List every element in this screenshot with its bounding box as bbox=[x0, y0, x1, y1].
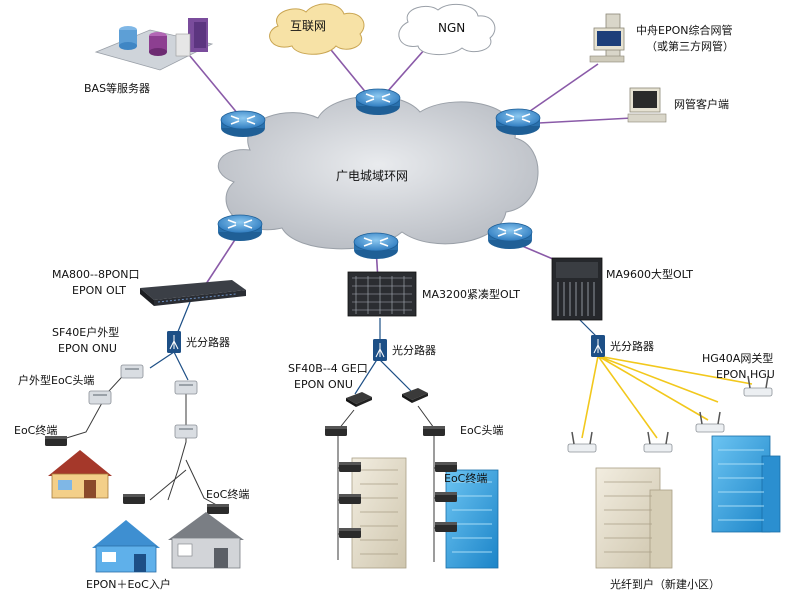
hgu-3 bbox=[695, 411, 725, 433]
nms-label-1: 中舟EPON综合网管 bbox=[636, 24, 733, 37]
sf40b-label-2: EPON ONU bbox=[294, 378, 353, 391]
splitter-mid bbox=[372, 338, 388, 362]
eoc-terminal-2 bbox=[123, 494, 145, 504]
sf40b-label-1: SF40B--4 GE口 bbox=[288, 362, 368, 375]
eoc-head-mid-1 bbox=[325, 426, 347, 436]
epon-eoc-caption: EPON＋EoC入户 bbox=[86, 578, 171, 591]
sf40e-label-2: EPON ONU bbox=[58, 342, 117, 355]
building-beige-right bbox=[595, 467, 673, 569]
building-beige bbox=[351, 457, 407, 569]
link-bas bbox=[189, 55, 244, 121]
sf40b-onu-1 bbox=[346, 392, 372, 407]
internet-label: 互联网 bbox=[290, 19, 327, 33]
client-pc bbox=[627, 87, 667, 123]
server-cluster bbox=[94, 18, 214, 71]
eoc-head-outdoor bbox=[88, 390, 112, 405]
eoc-terminal-mid-2 bbox=[339, 494, 361, 504]
fiber-ma9600-splitter bbox=[577, 317, 599, 339]
sf40e-label-1: SF40E户外型 bbox=[52, 326, 120, 339]
router-nms bbox=[495, 108, 541, 136]
fiber-ma800-splitter bbox=[176, 301, 191, 335]
sf40b-onu-2 bbox=[402, 388, 428, 403]
eoc-head-mid-label: EoC头端 bbox=[460, 424, 504, 437]
house-grey bbox=[168, 512, 244, 569]
router-internet bbox=[355, 88, 401, 116]
nms-workstation bbox=[589, 13, 625, 63]
fiber-ftth bbox=[581, 355, 753, 439]
splitter-right bbox=[590, 334, 606, 358]
olt-ma9600 bbox=[551, 257, 603, 321]
fiber-ftth-drops bbox=[581, 355, 753, 439]
coax-left4 bbox=[149, 469, 187, 501]
eoc-head-mid-2 bbox=[423, 426, 445, 436]
metro-ring-label: 广电城域环网 bbox=[336, 169, 409, 183]
ma800-label-1: MA800--8PON口 bbox=[52, 268, 140, 281]
router-ma9600 bbox=[487, 222, 533, 250]
hg40a-label-2: EPON HGU bbox=[716, 368, 775, 381]
fiber-left-tree bbox=[149, 351, 189, 381]
splitter-left bbox=[166, 330, 182, 354]
house-brown bbox=[48, 450, 112, 499]
olt-ma3200 bbox=[347, 271, 417, 317]
eoc-terminal-left-label: EoC终端 bbox=[14, 424, 58, 437]
router-bas bbox=[220, 110, 266, 138]
coax-left bbox=[59, 365, 133, 441]
router-ma800 bbox=[217, 214, 263, 242]
eoc-terminal-3 bbox=[207, 504, 229, 514]
hg40a-label-1: HG40A网关型 bbox=[702, 352, 774, 365]
eoc-terminal-mid-3 bbox=[339, 528, 361, 538]
ngn-label: NGN bbox=[438, 21, 466, 35]
eoc-head-outdoor-2 bbox=[174, 424, 198, 439]
eoc-terminal-mid-left-label: EoC终端 bbox=[206, 488, 250, 501]
hgu-2 bbox=[643, 431, 673, 453]
eoc-terminal-mid-5 bbox=[435, 492, 457, 502]
eoc-terminal-1 bbox=[45, 436, 67, 446]
splitter-mid-label: 光分路器 bbox=[392, 344, 436, 357]
fiber-mid-tree bbox=[354, 357, 413, 395]
bas-label: BAS等服务器 bbox=[84, 82, 151, 95]
ngn-cloud bbox=[398, 3, 496, 55]
fiber-links bbox=[149, 301, 599, 395]
client-label: 网管客户端 bbox=[674, 98, 729, 111]
splitter-right-label: 光分路器 bbox=[610, 340, 654, 353]
eoc-terminal-mid-1 bbox=[339, 462, 361, 472]
ftth-caption: 光纤到户（新建小区） bbox=[610, 578, 720, 591]
nms-label-2: （或第三方网管） bbox=[646, 40, 734, 53]
internet-cloud bbox=[269, 3, 365, 55]
outdoor-eoc-head-label: 户外型EoC头端 bbox=[18, 374, 95, 387]
building-blue-right bbox=[711, 435, 781, 533]
eoc-terminal-mid-4 bbox=[435, 462, 457, 472]
link-nms bbox=[519, 63, 599, 119]
olt-ma800 bbox=[140, 280, 246, 306]
router-ma3200 bbox=[353, 232, 399, 260]
ma3200-label: MA3200紧凑型OLT bbox=[422, 288, 521, 301]
building-blue-mid bbox=[445, 469, 499, 569]
ma9600-label: MA9600大型OLT bbox=[606, 268, 694, 281]
house-blue bbox=[92, 520, 160, 573]
eoc-terminal-mid-6 bbox=[435, 522, 457, 532]
ma800-label-2: EPON OLT bbox=[72, 284, 126, 297]
sf40e-onu-1 bbox=[120, 364, 144, 379]
eoc-terminal-mid-label: EoC终端 bbox=[444, 472, 488, 485]
splitter-left-label: 光分路器 bbox=[186, 336, 230, 349]
sf40e-onu-2 bbox=[174, 380, 198, 395]
